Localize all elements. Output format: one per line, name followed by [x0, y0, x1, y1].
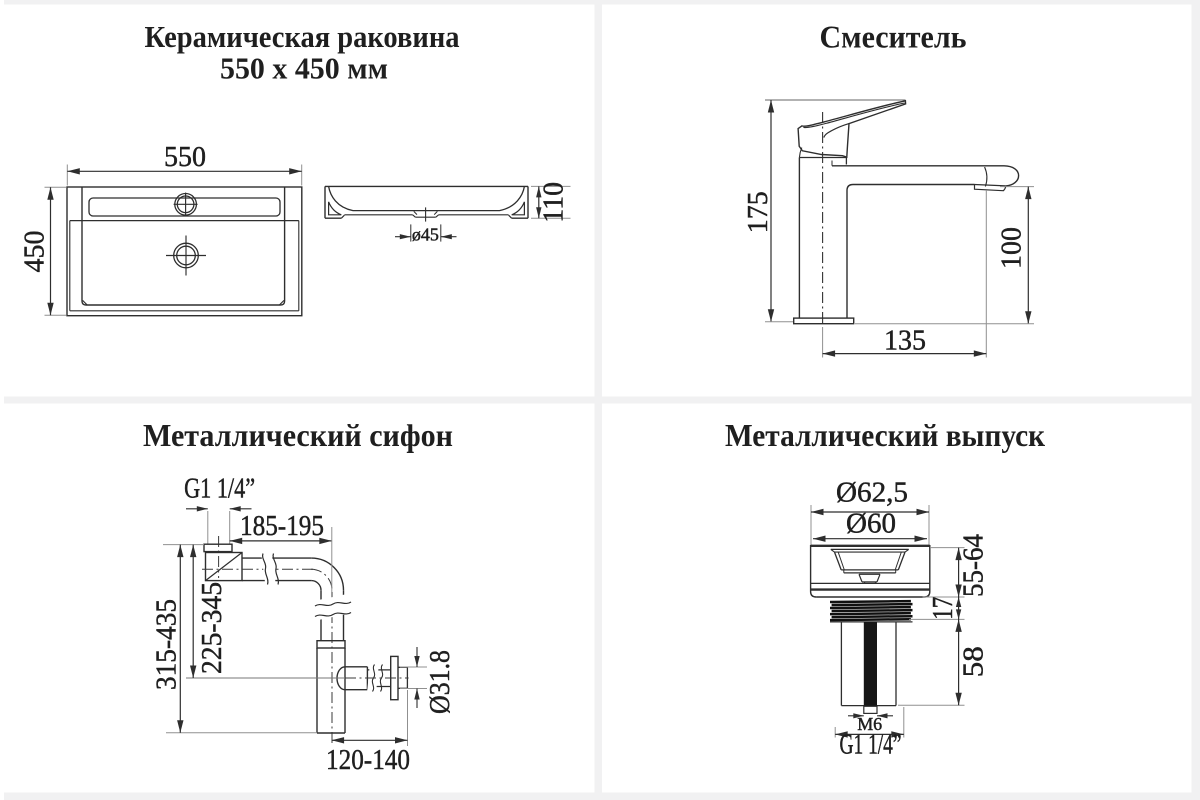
svg-text:55-64: 55-64 [959, 534, 990, 597]
svg-text:Ø62,5: Ø62,5 [836, 478, 908, 509]
svg-text:Металлический сифон: Металлический сифон [143, 417, 453, 453]
svg-text:58: 58 [959, 646, 990, 677]
svg-text:550: 550 [164, 142, 206, 173]
svg-text:ø45: ø45 [412, 225, 439, 245]
svg-text:Металлический выпуск: Металлический выпуск [725, 417, 1046, 453]
svg-text:M6: M6 [857, 714, 882, 734]
svg-text:Ø60: Ø60 [846, 509, 896, 540]
svg-text:550 x 450 мм: 550 x 450 мм [220, 51, 388, 86]
svg-text:225-345: 225-345 [197, 582, 228, 674]
svg-text:315-435: 315-435 [152, 599, 183, 690]
svg-text:185-195: 185-195 [240, 511, 324, 542]
svg-text:Ø31.8: Ø31.8 [425, 650, 456, 714]
svg-text:G1 1/4”: G1 1/4” [840, 730, 902, 761]
svg-text:G1 1/4”: G1 1/4” [184, 474, 255, 505]
svg-text:Керамическая раковина: Керамическая раковина [145, 19, 460, 54]
svg-text:17: 17 [928, 597, 959, 620]
svg-text:110: 110 [539, 182, 570, 223]
svg-text:175: 175 [743, 191, 774, 233]
svg-text:135: 135 [884, 326, 926, 357]
svg-text:120-140: 120-140 [326, 745, 410, 776]
svg-text:450: 450 [20, 231, 51, 273]
svg-text:Смеситель: Смеситель [820, 19, 967, 55]
svg-text:100: 100 [997, 227, 1028, 269]
